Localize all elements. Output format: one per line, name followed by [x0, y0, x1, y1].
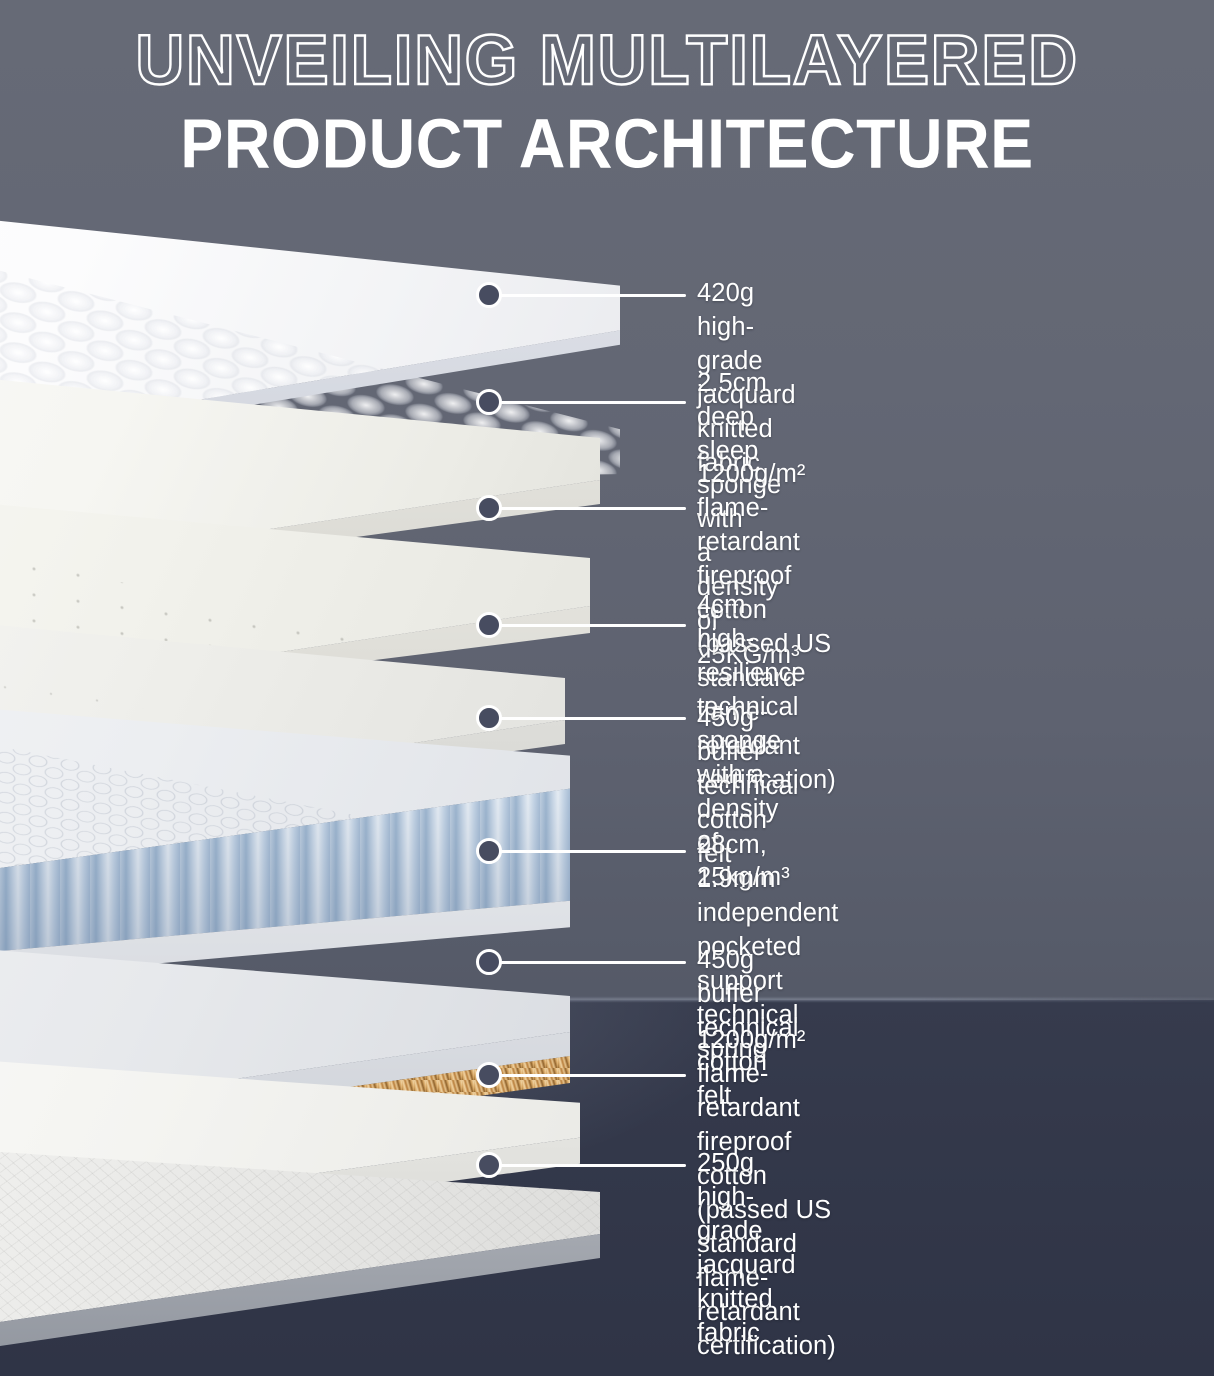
callout-leader-line-7 — [500, 961, 686, 964]
callout-leader-line-8 — [500, 1074, 686, 1077]
callout-leader-line-6 — [500, 850, 686, 853]
callout-label-8: 1200g/m² flame-retardant fireproof cotto… — [697, 1026, 836, 1360]
layer-pocketed-spring-unit — [0, 650, 570, 980]
page-title-solid: Product Architecture — [180, 106, 1034, 184]
callout-leader-line-1 — [500, 294, 686, 297]
mattress-layer-stack — [0, 0, 620, 1376]
callout-leader-line-2 — [500, 401, 686, 404]
page-title-outline: Unveiling Multilayered — [134, 20, 1079, 100]
callout-label-4: 4cm high-resilience technical sponge wit… — [697, 591, 806, 891]
callout-marker-fireproof-cotton-top[interactable] — [476, 495, 502, 521]
callout-leader-line-3 — [500, 507, 686, 510]
callout-marker-jacquard-top[interactable] — [476, 282, 502, 308]
callout-marker-jacquard-bottom[interactable] — [476, 1152, 502, 1178]
callout-marker-buffer-felt-upper[interactable] — [476, 705, 502, 731]
callout-marker-deep-sleep-sponge[interactable] — [476, 389, 502, 415]
callout-marker-pocketed-spring[interactable] — [476, 838, 502, 864]
callout-label-7: 450g buffer technical cotton felt — [697, 946, 799, 1110]
callout-label-6: 28cm, 1.9mm independent pocketed support… — [697, 831, 839, 1063]
callout-label-3: 1200g/m² flame-retardant fireproof cotto… — [697, 460, 836, 794]
callout-leader-line-9 — [500, 1164, 686, 1167]
callout-label-1: 420g high-grade jacquard knitted fabric — [697, 279, 796, 477]
heading-block: Unveiling Multilayered Product Architect… — [0, 20, 1214, 184]
callout-leader-line-4 — [500, 624, 686, 627]
callout-leader-line-5 — [500, 717, 686, 720]
callout-label-9: 250g high-grade jacquard knitted fabric — [697, 1149, 796, 1347]
callout-label-2: 2.5cm deep sleep sponge with a density o… — [697, 369, 800, 669]
callout-marker-fireproof-cotton-bottom[interactable] — [476, 1062, 502, 1088]
callout-marker-buffer-felt-lower[interactable] — [476, 949, 502, 975]
callout-marker-high-resilience-sponge[interactable] — [476, 612, 502, 638]
callout-label-5: 450g buffer technical cotton felt — [697, 704, 799, 868]
